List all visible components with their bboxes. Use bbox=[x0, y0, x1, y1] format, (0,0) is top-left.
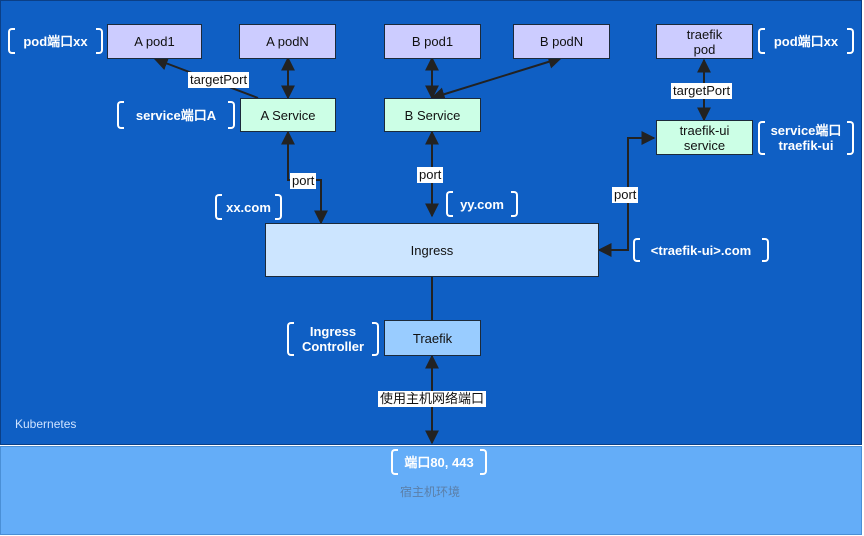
pod-port-note-right: pod端口xx bbox=[758, 28, 854, 54]
xx-com-note: xx.com bbox=[215, 194, 282, 220]
b-pod1-label: B pod1 bbox=[411, 34, 454, 49]
traefik-ui-service-node: traefik-ui service bbox=[656, 120, 753, 155]
a-pod1-label: A pod1 bbox=[134, 34, 175, 49]
ingress-controller-note-text: Ingress Controller bbox=[301, 324, 365, 354]
b-pod1-node: B pod1 bbox=[384, 24, 481, 59]
host-network-port-label: 使用主机网络端口 bbox=[378, 391, 487, 407]
b-podn-label: B podN bbox=[539, 34, 584, 49]
a-service-label: A Service bbox=[260, 107, 316, 123]
target-port-traefik-label: targetPort bbox=[671, 83, 733, 99]
connector-b-service-b-podn bbox=[430, 55, 563, 101]
a-podn-label: A podN bbox=[266, 34, 309, 49]
service-port-traefik-ui-note: service端口 traefik-ui bbox=[758, 121, 854, 155]
traefik-node: Traefik bbox=[384, 320, 481, 356]
port-traefik-ui-label: port bbox=[612, 187, 639, 203]
a-podn-node: A podN bbox=[239, 24, 336, 59]
a-service-node: A Service bbox=[240, 98, 336, 132]
pod-port-note-left-text: pod端口xx bbox=[23, 33, 88, 49]
traefik-label: Traefik bbox=[412, 330, 453, 346]
service-port-traefik-ui-note-text: service端口 traefik-ui bbox=[770, 123, 842, 153]
pod-port-note-right-text: pod端口xx bbox=[773, 33, 839, 49]
host-environment-label: 宿主机环境 bbox=[400, 485, 461, 499]
pod-port-note-left: pod端口xx bbox=[8, 28, 103, 54]
traefik-pod-label: traefik pod bbox=[686, 26, 723, 57]
traefik-ui-service-label: traefik-ui service bbox=[679, 122, 730, 153]
port-a-label: port bbox=[290, 173, 317, 189]
target-port-a-label: targetPort bbox=[188, 72, 250, 88]
xx-com-note-text: xx.com bbox=[226, 199, 271, 215]
service-port-a-note: service端口A bbox=[117, 101, 235, 129]
port-b-label: port bbox=[417, 167, 444, 183]
ingress-controller-note: Ingress Controller bbox=[287, 322, 379, 356]
yy-com-note-text: yy.com bbox=[460, 196, 504, 212]
ingress-label: Ingress bbox=[410, 242, 454, 258]
b-service-node: B Service bbox=[384, 98, 481, 132]
a-pod1-node: A pod1 bbox=[107, 24, 202, 59]
b-service-label: B Service bbox=[404, 107, 461, 123]
kubernetes-label: Kubernetes bbox=[15, 417, 77, 431]
traefik-ui-com-note: <traefik-ui>.com bbox=[633, 238, 769, 262]
traefik-ui-com-note-text: <traefik-ui>.com bbox=[650, 242, 752, 258]
b-podn-node: B podN bbox=[513, 24, 610, 59]
host-environment-region: 宿主机环境 bbox=[0, 446, 862, 535]
traefik-pod-node: traefik pod bbox=[656, 24, 753, 59]
yy-com-note: yy.com bbox=[446, 191, 518, 217]
host-ports-note-text: 端口80, 443 bbox=[404, 454, 474, 470]
host-ports-note: 端口80, 443 bbox=[391, 449, 487, 475]
service-port-a-note-text: service端口A bbox=[135, 107, 217, 123]
ingress-node: Ingress bbox=[265, 223, 599, 277]
